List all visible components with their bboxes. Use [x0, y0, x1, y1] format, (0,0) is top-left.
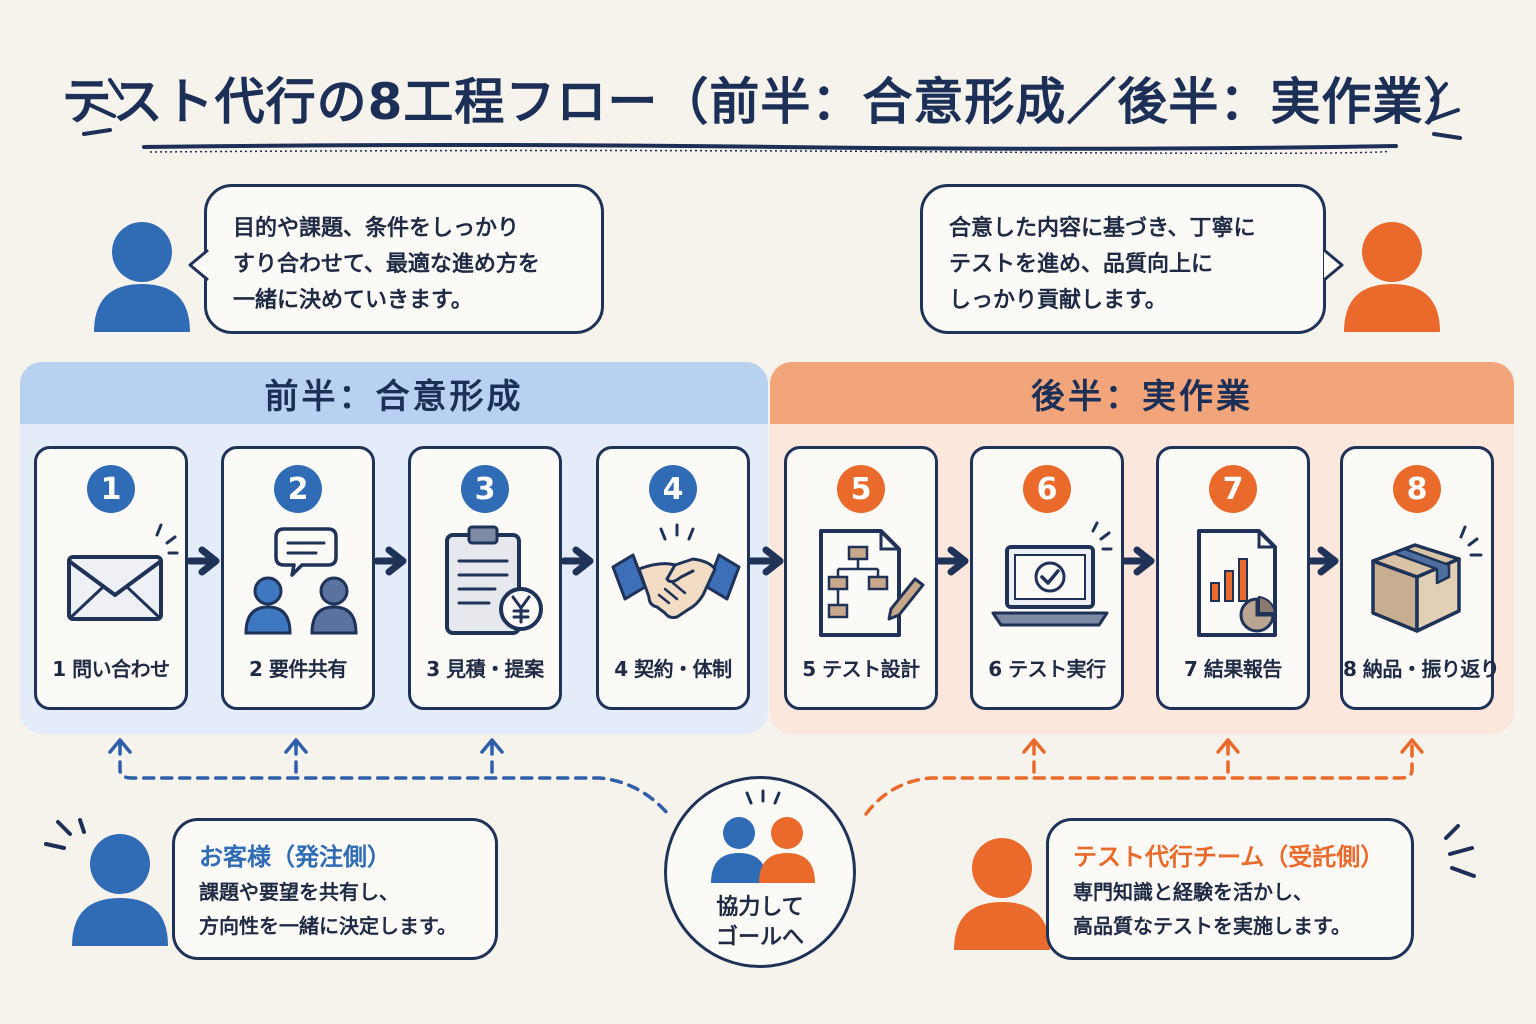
team-person-bottom-icon [954, 838, 1050, 950]
step-label: 1 問い合わせ [52, 657, 170, 681]
arrow-right-icon [188, 546, 220, 576]
team-person-icon [1344, 222, 1440, 332]
envelope-icon [67, 523, 179, 621]
step-card-4[interactable]: 4 4 契約・体制 [596, 446, 750, 710]
dashed-connectors [108, 738, 1424, 816]
arrow-right-icon [748, 546, 784, 576]
phase-header: 後半：実作業 [770, 362, 1514, 424]
arrow-right-icon [1307, 546, 1339, 576]
package-box-icon [1371, 525, 1483, 633]
phase-header: 前半：合意形成 [20, 362, 768, 424]
step-label: 4 契約・体制 [614, 657, 732, 681]
speech-right-line: 合意した内容に基づき、丁寧に [949, 216, 1256, 241]
arrow-right-icon [1123, 546, 1155, 576]
step-card-6[interactable]: 6 6 テスト実行 [970, 446, 1124, 710]
step-label: 8 納品・振り返り [1343, 657, 1500, 681]
speech-bubble-left: 目的や課題、条件をしっかり すり合わせて、最適な進め方を 一緒に決めていきます。 [204, 184, 604, 334]
client-role-box: お客様（発注側） 課題や要望を共有し、 方向性を一緒に決定します。 [172, 818, 498, 960]
report-chart-icon [1197, 529, 1277, 637]
step-card-1[interactable]: 1 1 問い合わせ [34, 446, 188, 710]
page-title: テスト代行の8工程フロー（前半：合意形成／後半：実作業） [61, 73, 1475, 131]
handshake-icon [611, 523, 741, 619]
step-label: 2 要件共有 [249, 657, 347, 681]
step-number-badge: 5 [837, 465, 885, 513]
step-number-badge: 6 [1023, 465, 1071, 513]
title-underline [142, 143, 1398, 154]
speech-left-line: 一緒に決めていきます。 [233, 288, 473, 313]
laptop-check-icon [991, 521, 1113, 627]
step-number-badge: 4 [649, 465, 697, 513]
collaboration-circle: 協力して ゴールへ [664, 776, 856, 968]
collaboration-text: 協力して ゴールへ [667, 893, 853, 953]
speech-right-line: テストを進め、品質向上に [949, 252, 1214, 277]
step-card-3[interactable]: 3 3 見積・提案 [408, 446, 562, 710]
step-label: 6 テスト実行 [988, 657, 1106, 681]
step-number-badge: 2 [274, 465, 322, 513]
step-label: 7 結果報告 [1184, 657, 1282, 681]
speech-left-line: すり合わせて、最適な進め方を [233, 252, 540, 277]
step-label: 5 テスト設計 [802, 657, 920, 681]
step-number-badge: 8 [1393, 465, 1441, 513]
team-role-box: テスト代行チーム（受託側） 専門知識と経験を活かし、 高品質なテストを実施します… [1046, 818, 1414, 960]
client-person-bottom-icon [72, 834, 168, 946]
arrow-right-icon [562, 546, 594, 576]
speech-tail-left [188, 248, 209, 282]
step-card-2[interactable]: 2 2 要件共有 [221, 446, 375, 710]
team-role-line: 専門知識と経験を活かし、 [1073, 880, 1313, 904]
collaboration-line: ゴールへ [715, 925, 804, 950]
speech-right-line: しっかり貢献します。 [949, 288, 1167, 313]
team-role-title: テスト代行チーム（受託側） [1073, 843, 1385, 871]
title-spark-right-icon [1428, 82, 1462, 140]
step-label: 3 見積・提案 [426, 657, 544, 681]
client-role-line: 方向性を一緒に決定します。 [199, 914, 457, 938]
collaboration-line: 協力して [716, 895, 804, 920]
title-spark-left-icon [82, 78, 124, 136]
team-spark-icon [1444, 824, 1476, 878]
client-spark-icon [44, 818, 86, 850]
speech-tail-right [1323, 248, 1344, 282]
speech-bubble-right: 合意した内容に基づき、丁寧に テストを進め、品質向上に しっかり貢献します。 [920, 184, 1326, 334]
step-number-badge: 1 [87, 465, 135, 513]
client-role-line: 課題や要望を共有し、 [199, 880, 399, 904]
step-card-8[interactable]: 8 8 納品・振り返り [1340, 446, 1500, 710]
step-card-7[interactable]: 7 7 結果報告 [1156, 446, 1310, 710]
speech-left-line: 目的や課題、条件をしっかり [233, 216, 520, 241]
flowchart-document-icon [819, 529, 925, 637]
step-number-badge: 7 [1209, 465, 1257, 513]
step-number-badge: 3 [461, 465, 509, 513]
client-person-icon [94, 222, 190, 332]
step-card-5[interactable]: 5 5 テスト設計 [784, 446, 938, 710]
clipboard-yen-icon [445, 525, 543, 635]
arrow-right-icon [375, 546, 407, 576]
arrow-right-icon [937, 546, 969, 576]
team-role-line: 高品質なテストを実施します。 [1073, 914, 1351, 938]
collaboration-people-icon [711, 789, 815, 883]
client-role-title: お客様（発注側） [199, 843, 391, 871]
discussion-icon [244, 527, 358, 635]
